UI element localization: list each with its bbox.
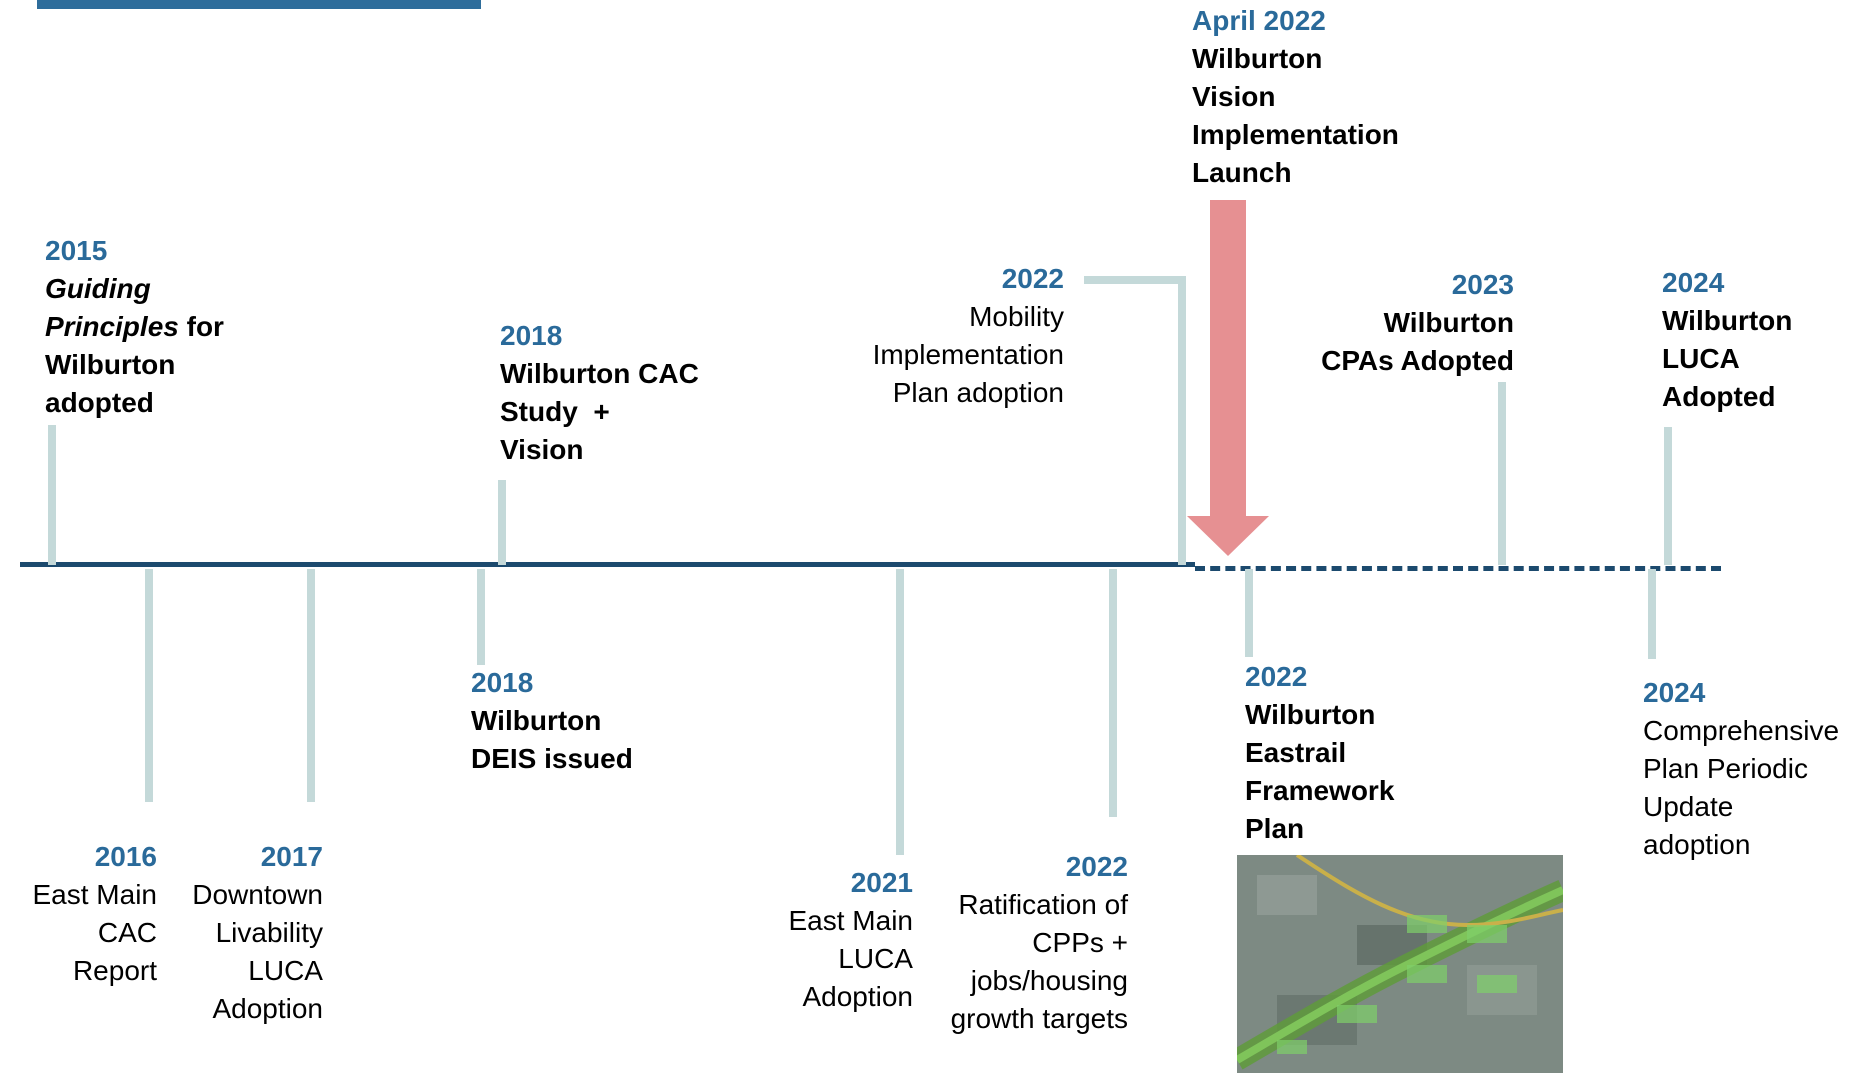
event-year: 2022 — [1001, 263, 1064, 294]
event-year: 2023 — [1451, 269, 1514, 300]
event-year: 2024 — [1662, 267, 1725, 298]
event-year: 2022 — [1065, 851, 1128, 882]
stem-2016 — [145, 569, 153, 802]
event-2015: 2015 Guiding Principles for Wilburton ad… — [45, 232, 235, 422]
stem-2017 — [307, 569, 315, 802]
event-2018-deis: 2018 Wilburton DEIS issued — [471, 664, 651, 778]
event-description: Downtown Livability LUCA Adoption — [192, 879, 323, 1024]
event-year: April 2022 — [1192, 5, 1326, 36]
event-2022-cpps: 2022 Ratification of CPPs + jobs/housing… — [936, 848, 1128, 1038]
timeline-axis-future — [1195, 566, 1721, 571]
event-description: Wilburton LUCA Adopted — [1662, 305, 1793, 412]
event-description: Wilburton DEIS issued — [471, 705, 633, 774]
event-year: 2021 — [850, 867, 913, 898]
event-description: Wilburton CPAs Adopted — [1321, 307, 1514, 376]
event-year: 2015 — [45, 235, 108, 266]
down-arrow-icon — [1187, 200, 1269, 556]
aerial-map-image — [1237, 855, 1563, 1073]
event-description: Comprehensive Plan Periodic Update adopt… — [1643, 715, 1840, 860]
event-2017: 2017 Downtown Livability LUCA Adoption — [172, 838, 323, 1028]
eastrail-plan-thumbnail — [1237, 855, 1563, 1073]
event-2021: 2021 East Main LUCA Adoption — [770, 864, 914, 1016]
stem-2018-study — [498, 480, 506, 565]
event-2022-launch: April 2022 Wilburton Vision Implementati… — [1192, 2, 1432, 192]
event-2022-mobility: 2022 Mobility Implementation Plan adopti… — [820, 260, 1064, 412]
event-description: Wilburton Vision Implementation Launch — [1192, 43, 1399, 188]
event-year: 2022 — [1245, 661, 1308, 692]
event-2023: 2023 Wilburton CPAs Adopted — [1316, 266, 1514, 380]
event-year: 2018 — [471, 667, 534, 698]
stem-2022-mobility-connector — [1084, 276, 1186, 284]
event-description-italic: Guiding Principles — [45, 273, 179, 342]
stem-2021 — [896, 569, 904, 855]
event-description: Wilburton CAC Study + Vision — [500, 358, 707, 465]
stem-2024-luca — [1664, 427, 1672, 565]
event-description: Guiding Principles for Wilburton adopted — [45, 270, 235, 422]
stem-2022-mobility — [1178, 276, 1186, 565]
stem-2015 — [48, 425, 56, 565]
timeline-axis-completed — [20, 562, 1195, 567]
event-description: Wilburton Eastrail Framework Plan — [1245, 699, 1395, 844]
event-description: East Main CAC Report — [32, 879, 158, 986]
event-year: 2018 — [500, 320, 563, 351]
event-year: 2016 — [94, 841, 157, 872]
event-2018-study: 2018 Wilburton CAC Study + Vision — [500, 317, 700, 469]
header-accent-bar — [37, 0, 481, 9]
event-description: Mobility Implementation Plan adoption — [872, 301, 1064, 408]
event-2024-luca: 2024 Wilburton LUCA Adopted — [1662, 264, 1812, 416]
stem-2022-eastrail — [1245, 569, 1253, 657]
event-2024-comp-plan: 2024 Comprehensive Plan Periodic Update … — [1643, 674, 1848, 864]
event-2016: 2016 East Main CAC Report — [0, 838, 158, 990]
event-year: 2024 — [1643, 677, 1706, 708]
event-description-rest: for Wilburton adopted — [45, 311, 224, 418]
stem-2022-cpps — [1109, 569, 1117, 817]
event-description: Ratification of CPPs + jobs/housing grow… — [950, 889, 1128, 1034]
stem-2018-deis — [477, 569, 485, 665]
event-description: East Main LUCA Adoption — [788, 905, 914, 1012]
stem-2023 — [1498, 382, 1506, 565]
event-2022-eastrail: 2022 Wilburton Eastrail Framework Plan — [1245, 658, 1425, 848]
event-year: 2017 — [260, 841, 323, 872]
stem-2024-comp-plan — [1648, 569, 1656, 659]
